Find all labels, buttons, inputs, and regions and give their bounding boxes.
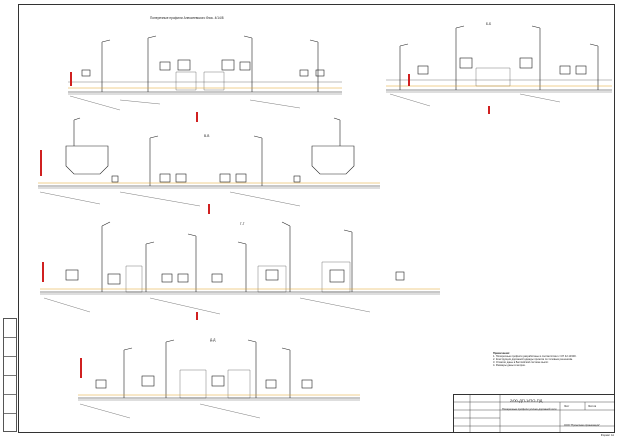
section-b [386, 25, 612, 107]
drawing-frame [18, 4, 615, 433]
organization: ООО "Проектная организация" [564, 424, 600, 427]
side-stamp [3, 318, 17, 432]
sheets-label: Листов [588, 405, 597, 408]
title-block: 2/00-ДП-1/ПО-ПД Поперечные профили уличн… [453, 394, 615, 433]
section-a [68, 35, 342, 111]
drawing-description: Поперечные профили улично-дорожной сети [502, 408, 557, 411]
section-label-c: В-В [204, 134, 210, 138]
note-line: 3. Отметки даны в Балтийской системе выс… [493, 361, 549, 365]
note-line: 4. Размеры даны в метрах. [493, 364, 526, 368]
section-d [40, 221, 440, 315]
section-label-d: Г-Г [240, 222, 245, 226]
section-title: Поперечные профили Алексеевского блок. 4… [150, 16, 224, 20]
format-label: Формат А1 [600, 434, 614, 437]
notes-title: Примечания: [493, 352, 510, 355]
note-line: 1. Поперечные профили разработаны в соот… [493, 355, 577, 359]
note-line: 2. Конструкция дорожной одежды принята п… [493, 358, 573, 362]
drawing-notes: Примечания: 1. Поперечные профили разраб… [493, 352, 611, 367]
section-e [78, 339, 360, 419]
section-label-e: Д-Д [210, 338, 216, 342]
title-block-grid [453, 394, 615, 433]
section-c [38, 117, 380, 207]
drawing-code: 2/00-ДП-1/ПО-ПД [510, 398, 543, 403]
section-label-b: Б-Б [486, 22, 492, 26]
sheet-label: Лист [564, 405, 570, 408]
